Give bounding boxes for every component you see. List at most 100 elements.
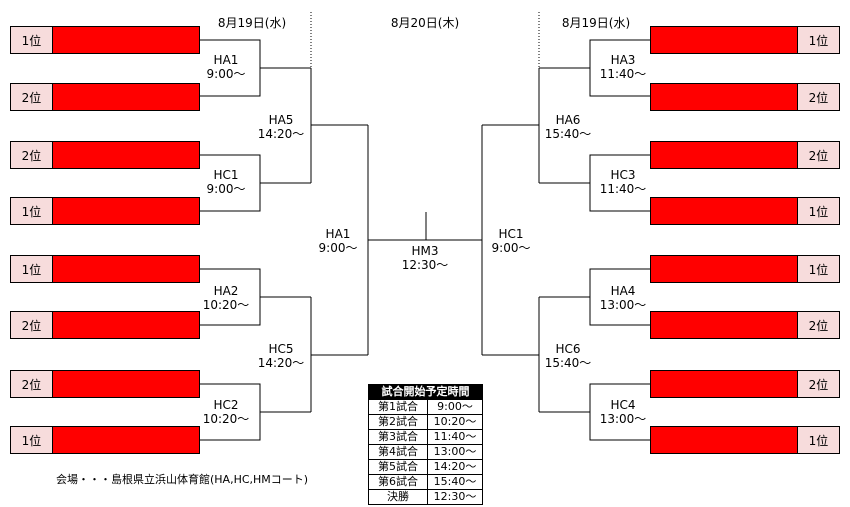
schedule-round: 第5試合 [368, 459, 428, 475]
right-team-slot: 1位 [650, 255, 840, 283]
date-right: 8月19日(水) [561, 16, 631, 30]
team-bar [53, 371, 199, 397]
match-code: HC1 [213, 168, 239, 182]
team-bar [651, 256, 797, 282]
schedule-time: 11:40〜 [427, 429, 483, 445]
team-bar [53, 142, 199, 168]
rank-label: 1位 [11, 256, 53, 282]
rank-label: 2位 [797, 142, 839, 168]
match-time: 10:20〜 [202, 412, 250, 426]
match-code: HA2 [213, 284, 239, 298]
schedule-time: 15:40〜 [427, 474, 483, 490]
team-bar [53, 312, 199, 338]
schedule-time: 10:20〜 [427, 414, 483, 430]
left-team-slot: 1位 [10, 255, 200, 283]
match-code: HA1 [213, 53, 239, 67]
match-time: 14:20〜 [257, 356, 305, 370]
schedule-round: 第1試合 [368, 399, 428, 415]
match-time: 11:40〜 [599, 182, 647, 196]
rank-label: 1位 [797, 427, 839, 453]
schedule-time: 13:00〜 [427, 444, 483, 460]
match-code: HA4 [610, 284, 636, 298]
match-code: HC1 [498, 227, 524, 241]
match-time: 10:20〜 [202, 298, 250, 312]
right-team-slot: 2位 [650, 83, 840, 111]
right-team-slot: 1位 [650, 197, 840, 225]
match-code: HC4 [610, 398, 636, 412]
team-bar [651, 312, 797, 338]
match-code: HC6 [555, 342, 581, 356]
schedule-time: 14:20〜 [427, 459, 483, 475]
right-team-slot: 1位 [650, 426, 840, 454]
rank-label: 2位 [11, 84, 53, 110]
match-time: 15:40〜 [544, 127, 592, 141]
right-team-slot: 2位 [650, 370, 840, 398]
match-code: HA3 [610, 53, 636, 67]
match-time: 9:00〜 [491, 241, 531, 255]
right-team-slot: 1位 [650, 26, 840, 54]
team-bar [53, 27, 199, 53]
team-bar [651, 198, 797, 224]
schedule-round: 第6試合 [368, 474, 428, 490]
schedule-time: 9:00〜 [427, 399, 483, 415]
match-time: 9:00〜 [318, 241, 358, 255]
match-time: 15:40〜 [544, 356, 592, 370]
rank-label: 2位 [11, 142, 53, 168]
match-code: HA5 [268, 113, 294, 127]
schedule-round: 第4試合 [368, 444, 428, 460]
team-bar [651, 371, 797, 397]
rank-label: 1位 [797, 198, 839, 224]
match-time: 13:00〜 [599, 298, 647, 312]
schedule-round: 第3試合 [368, 429, 428, 445]
venue-note: 会場・・・島根県立浜山体育館(HA,HC,HMコート) [56, 473, 309, 486]
match-code: HM3 [411, 244, 439, 258]
left-team-slot: 2位 [10, 311, 200, 339]
date-center: 8月20日(木) [390, 16, 460, 30]
rank-label: 2位 [11, 371, 53, 397]
left-team-slot: 2位 [10, 370, 200, 398]
match-time: 11:40〜 [599, 67, 647, 81]
match-time: 9:00〜 [206, 67, 246, 81]
match-code: HA6 [555, 113, 581, 127]
rank-label: 1位 [11, 27, 53, 53]
team-bar [53, 256, 199, 282]
team-bar [53, 84, 199, 110]
match-code: HC5 [268, 342, 294, 356]
team-bar [53, 198, 199, 224]
right-team-slot: 2位 [650, 311, 840, 339]
match-time: 9:00〜 [206, 182, 246, 196]
match-code: HA1 [325, 227, 351, 241]
schedule-title: 試合開始予定時間 [368, 384, 483, 400]
match-code: HC2 [213, 398, 239, 412]
rank-label: 2位 [11, 312, 53, 338]
match-code: HC3 [610, 168, 636, 182]
left-team-slot: 1位 [10, 197, 200, 225]
team-bar [651, 142, 797, 168]
left-team-slot: 1位 [10, 426, 200, 454]
rank-label: 1位 [797, 256, 839, 282]
right-team-slot: 2位 [650, 141, 840, 169]
schedule-round: 第2試合 [368, 414, 428, 430]
rank-label: 2位 [797, 371, 839, 397]
left-team-slot: 2位 [10, 141, 200, 169]
rank-label: 2位 [797, 84, 839, 110]
rank-label: 1位 [11, 427, 53, 453]
team-bar [651, 27, 797, 53]
